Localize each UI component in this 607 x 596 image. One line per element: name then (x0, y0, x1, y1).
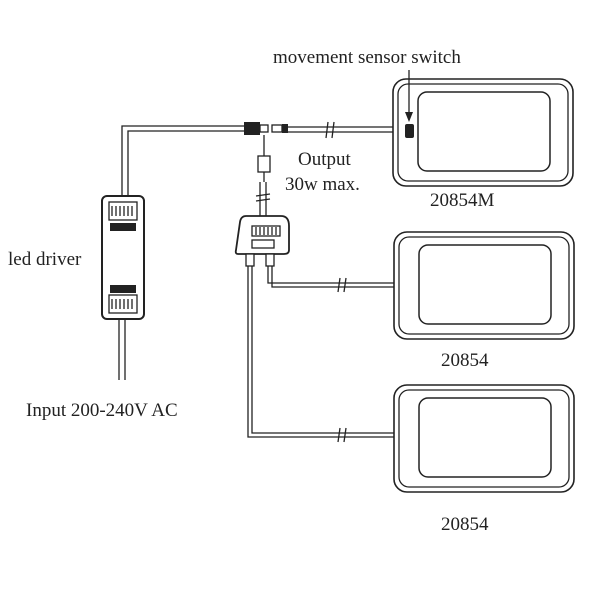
input-voltage-label: Input 200-240V AC (26, 400, 178, 421)
splitter-box (234, 215, 290, 267)
light-panel-middle (393, 231, 575, 340)
sensor-switch-label: movement sensor switch (273, 47, 461, 68)
output-label-line1: Output (298, 149, 351, 170)
model-label-bottom: 20854 (441, 514, 489, 535)
sensor-light-cable (288, 121, 404, 139)
bottom-light-cable (247, 266, 398, 443)
model-label-middle: 20854 (441, 350, 489, 371)
branch-cable (255, 135, 271, 216)
light-panel-sensor (392, 78, 574, 187)
driver-output-cable (121, 125, 244, 200)
output-label-line2: 30w max. (285, 174, 360, 195)
led-driver-label: led driver (8, 249, 82, 270)
top-connector (244, 122, 288, 135)
model-label-sensor: 20854M (430, 190, 495, 211)
sensor-switch-icon (405, 124, 414, 138)
ac-input-cable (118, 318, 126, 380)
middle-light-cable (267, 266, 398, 293)
light-panel-bottom (393, 384, 575, 493)
sensor-arrow (405, 70, 413, 122)
led-driver (101, 195, 145, 320)
